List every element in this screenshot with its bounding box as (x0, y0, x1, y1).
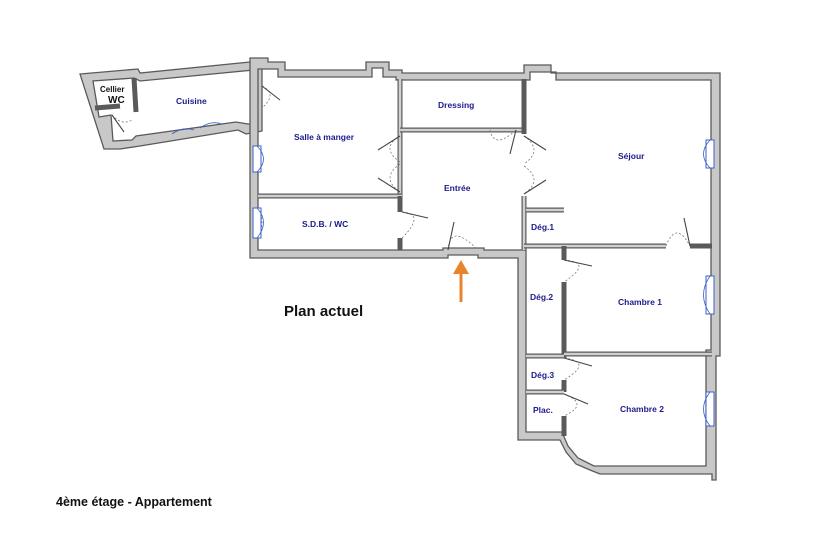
room-label-cuisine: Cuisine (176, 96, 207, 106)
floor-caption: 4ème étage - Appartement (56, 495, 213, 509)
room-label-salle-a-manger: Salle à manger (294, 132, 355, 142)
room-label-sejour: Séjour (618, 151, 645, 161)
room-label-plac: Plac. (533, 405, 553, 415)
inner-walls (94, 77, 712, 436)
room-label-deg3: Dég.3 (531, 370, 554, 380)
doors (111, 85, 691, 417)
room-label-cellier: Cellier (100, 85, 124, 94)
room-label-wc: WC (108, 95, 125, 106)
central-wall (249, 57, 721, 481)
room-label-chambre1: Chambre 1 (618, 297, 662, 307)
room-label-deg2: Dég.2 (530, 292, 553, 302)
room-label-entree: Entrée (444, 183, 471, 193)
room-label-chambre2: Chambre 2 (620, 404, 664, 414)
room-label-deg1: Dég.1 (531, 222, 554, 232)
room-labels: Cellier WC Cuisine Salle à manger Dressi… (100, 85, 664, 415)
up-arrow-icon (453, 260, 469, 302)
room-label-sdb-wc: S.D.B. / WC (302, 219, 348, 229)
outer-walls (79, 57, 721, 481)
plan-title: Plan actuel (284, 303, 363, 320)
windows (171, 122, 715, 427)
room-label-dressing: Dressing (438, 100, 474, 110)
